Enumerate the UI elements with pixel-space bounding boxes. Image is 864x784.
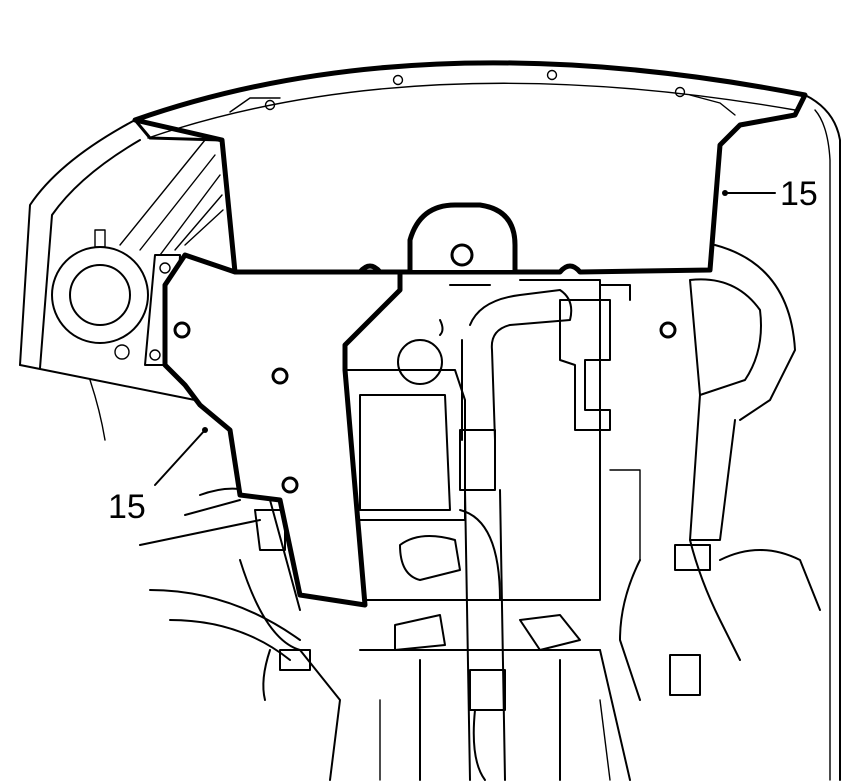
- upper-shield: [132, 60, 808, 275]
- callout-label-lower: 15: [108, 488, 146, 526]
- callout-upper-right: 15: [722, 175, 818, 213]
- callout-lower-left: 15: [108, 427, 208, 526]
- side-shield: [162, 252, 677, 608]
- leader-line-lower: [154, 429, 206, 486]
- callout-label-upper: 15: [780, 175, 818, 213]
